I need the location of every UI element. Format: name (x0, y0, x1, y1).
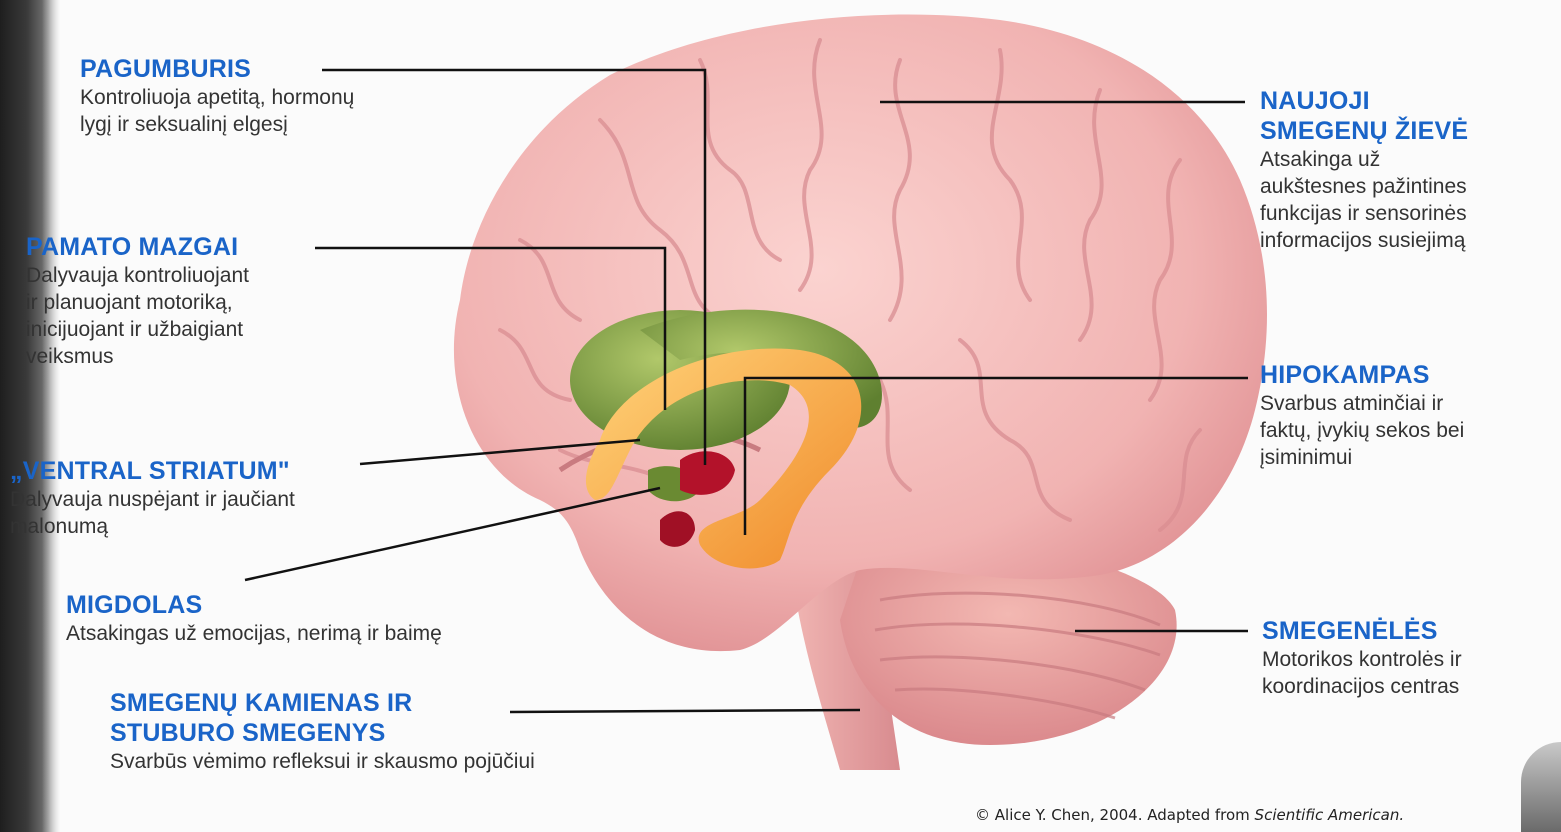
image-credit-source: Scientific American. (1255, 806, 1405, 824)
label-smegenu-kamienas-title-1: SMEGENŲ KAMIENAS IR (110, 688, 535, 718)
label-pamato-mazgai-line-4: veiksmus (26, 343, 249, 370)
image-credit-prefix: © Alice Y. Chen, 2004. Adapted from (975, 806, 1255, 824)
label-smegeneles: SMEGENĖLĖS Motorikos kontrolės ir koordi… (1262, 616, 1462, 700)
label-naujoji-zieve-line-4: informacijos susiejimą (1260, 227, 1468, 254)
label-pagumburis-line-2: lygį ir seksualinį elgesį (80, 111, 354, 138)
label-smegeneles-line-1: Motorikos kontrolės ir (1262, 646, 1462, 673)
label-hipokampas: HIPOKAMPAS Svarbus atminčiai ir faktų, į… (1260, 360, 1464, 471)
label-pamato-mazgai-line-1: Dalyvauja kontroliuojant (26, 262, 249, 289)
label-smegeneles-title: SMEGENĖLĖS (1262, 616, 1462, 646)
label-pagumburis-title: PAGUMBURIS (80, 54, 354, 84)
label-ventral-striatum: „VENTRAL STRIATUM" Dalyvauja nuspėjant i… (10, 456, 295, 540)
label-hipokampas-title: HIPOKAMPAS (1260, 360, 1464, 390)
label-pamato-mazgai-line-3: inicijuojant ir užbaigiant (26, 316, 249, 343)
label-pagumburis-line-1: Kontroliuoja apetitą, hormonų (80, 84, 354, 111)
label-smegenu-kamienas: SMEGENŲ KAMIENAS IR STUBURO SMEGENYS Sva… (110, 688, 535, 775)
label-migdolas: MIGDOLAS Atsakingas už emocijas, nerimą … (66, 590, 442, 647)
label-pamato-mazgai-line-2: ir planuojant motoriką, (26, 289, 249, 316)
label-smegeneles-line-2: koordinacijos centras (1262, 673, 1462, 700)
label-ventral-striatum-line-1: Dalyvauja nuspėjant ir jaučiant (10, 486, 295, 513)
label-pamato-mazgai-title: PAMATO MAZGAI (26, 232, 249, 262)
label-naujoji-zieve: NAUJOJI SMEGENŲ ŽIEVĖ Atsakinga už aukšt… (1260, 86, 1468, 254)
cerebrum-shape (454, 15, 1267, 652)
label-naujoji-zieve-title-1: NAUJOJI (1260, 86, 1468, 116)
label-naujoji-zieve-line-3: funkcijas ir sensorinės (1260, 200, 1468, 227)
label-ventral-striatum-line-2: malonumą (10, 513, 295, 540)
label-hipokampas-line-1: Svarbus atminčiai ir (1260, 390, 1464, 417)
label-hipokampas-line-2: faktų, įvykių sekos bei (1260, 417, 1464, 444)
leader-smegenu-kamienas (510, 710, 860, 712)
image-credit: © Alice Y. Chen, 2004. Adapted from Scie… (975, 806, 1404, 824)
label-hipokampas-line-3: įsiminimui (1260, 444, 1464, 471)
label-ventral-striatum-title: „VENTRAL STRIATUM" (10, 456, 295, 486)
label-naujoji-zieve-line-2: aukštesnes pažintines (1260, 173, 1468, 200)
label-naujoji-zieve-title-2: SMEGENŲ ŽIEVĖ (1260, 116, 1468, 146)
label-migdolas-title: MIGDOLAS (66, 590, 442, 620)
label-pagumburis: PAGUMBURIS Kontroliuoja apetitą, hormonų… (80, 54, 354, 138)
label-migdolas-line-1: Atsakingas už emocijas, nerimą ir baimę (66, 620, 442, 647)
label-naujoji-zieve-line-1: Atsakinga už (1260, 146, 1468, 173)
label-smegenu-kamienas-title-2: STUBURO SMEGENYS (110, 718, 535, 748)
label-smegenu-kamienas-line-1: Svarbūs vėmimo refleksui ir skausmo pojū… (110, 748, 535, 775)
label-pamato-mazgai: PAMATO MAZGAI Dalyvauja kontroliuojant i… (26, 232, 249, 370)
